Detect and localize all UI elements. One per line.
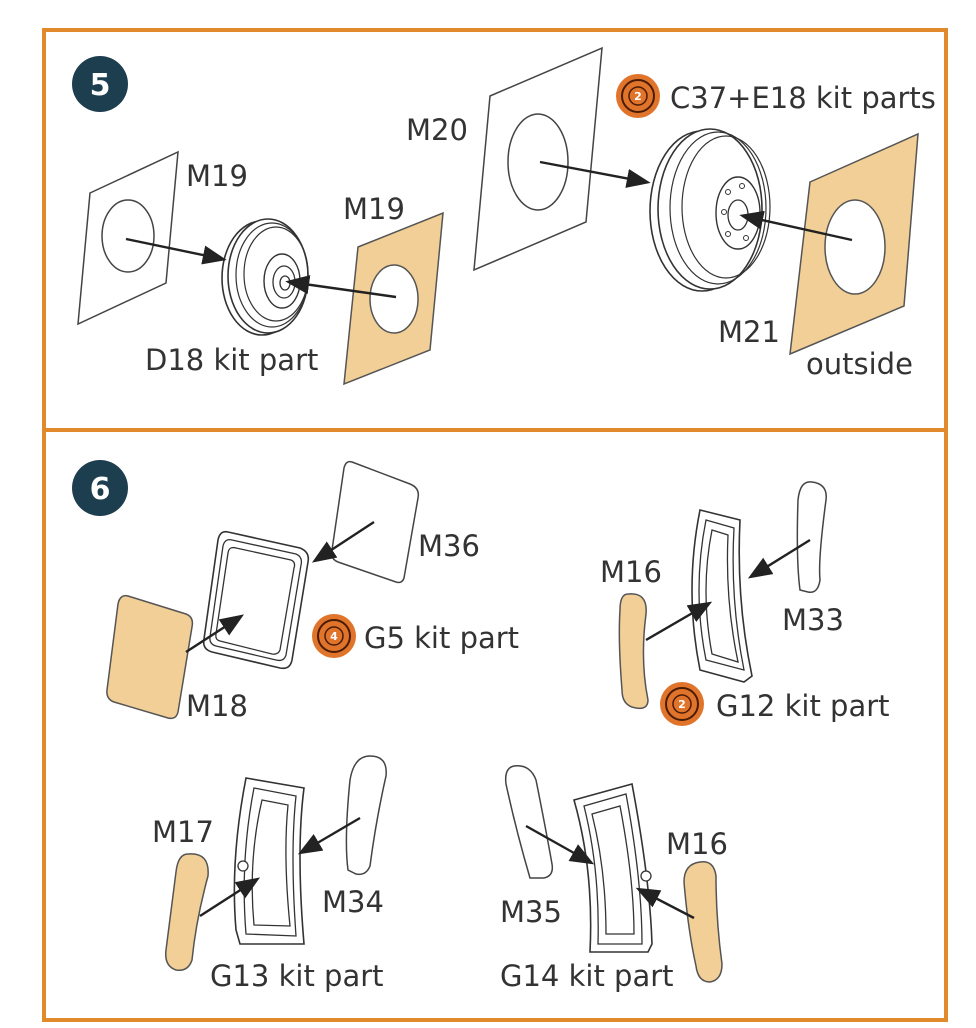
label-m35: M35 bbox=[500, 895, 562, 929]
label-m19-right: M19 bbox=[343, 192, 405, 226]
arrow-m35-to-g14 bbox=[525, 824, 595, 865]
g14-upright-part bbox=[573, 782, 653, 953]
label-m18: M18 bbox=[186, 689, 248, 723]
arrow-m34-to-g13 bbox=[297, 816, 361, 855]
label-m33: M33 bbox=[782, 603, 844, 637]
m20-mask-sheet bbox=[473, 46, 603, 272]
m16-bottom-resin-part bbox=[683, 861, 723, 983]
arrow-m16-to-g12 bbox=[645, 601, 713, 642]
label-g12: G12 kit part bbox=[716, 689, 890, 723]
label-g13: G13 kit part bbox=[210, 959, 384, 993]
label-m16-bottom: M16 bbox=[666, 827, 728, 861]
label-g5: G5 kit part bbox=[364, 621, 519, 655]
m19-left-mask-sheet bbox=[77, 150, 179, 326]
m19-right-resin-sheet bbox=[343, 211, 444, 386]
badge-c37-number: 2 bbox=[634, 90, 642, 103]
arrow-m19-to-d18 bbox=[125, 237, 227, 265]
m21-resin-sheet bbox=[789, 132, 919, 356]
m36-mask bbox=[330, 460, 420, 584]
g5-frame-part bbox=[202, 530, 310, 670]
g12-upright-part bbox=[691, 509, 753, 683]
badge-g12-number: 2 bbox=[678, 698, 686, 711]
m18-resin-part bbox=[106, 594, 194, 720]
step5-number: 5 bbox=[90, 68, 111, 103]
label-m20: M20 bbox=[406, 113, 468, 147]
arrow-m21-to-wheel bbox=[739, 210, 853, 242]
d18-wheel bbox=[221, 218, 309, 336]
label-g14: G14 kit part bbox=[500, 959, 674, 993]
arrow-m17-to-g13 bbox=[199, 877, 261, 918]
step6-frame bbox=[42, 428, 948, 1022]
m35-mask bbox=[504, 765, 554, 879]
m34-mask bbox=[345, 755, 387, 876]
arrow-m36-to-g5 bbox=[311, 520, 375, 563]
label-m19-left: M19 bbox=[186, 159, 248, 193]
large-wheel bbox=[649, 128, 771, 292]
arrow-m33-to-g12 bbox=[747, 538, 811, 579]
label-outside: outside bbox=[806, 347, 913, 381]
arrow-m19r-to-d18 bbox=[285, 275, 397, 299]
m33-mask bbox=[796, 481, 827, 593]
step6-number: 6 bbox=[90, 472, 111, 507]
label-d18: D18 kit part bbox=[145, 343, 318, 377]
g13-upright-part bbox=[233, 777, 305, 945]
badge-g5-number: 4 bbox=[330, 630, 338, 643]
arrow-m20-to-wheel bbox=[539, 160, 651, 188]
label-m36: M36 bbox=[418, 529, 480, 563]
label-m16-top: M16 bbox=[600, 555, 662, 589]
arrow-m16-to-g14 bbox=[635, 887, 695, 920]
step6-number-badge: 6 bbox=[72, 460, 128, 516]
kit-ref-badge-g5: 4 bbox=[312, 614, 356, 658]
m16-top-resin-part bbox=[618, 593, 649, 710]
label-m21: M21 bbox=[718, 315, 780, 349]
m17-resin-part bbox=[164, 853, 209, 972]
arrow-m18-to-g5 bbox=[185, 614, 245, 654]
kit-ref-badge-c37: 2 bbox=[616, 74, 660, 118]
label-c37: C37+E18 kit parts bbox=[670, 81, 936, 115]
label-m17: M17 bbox=[152, 815, 214, 849]
label-m34: M34 bbox=[322, 885, 384, 919]
kit-ref-badge-g12: 2 bbox=[660, 682, 704, 726]
step5-number-badge: 5 bbox=[72, 56, 128, 112]
